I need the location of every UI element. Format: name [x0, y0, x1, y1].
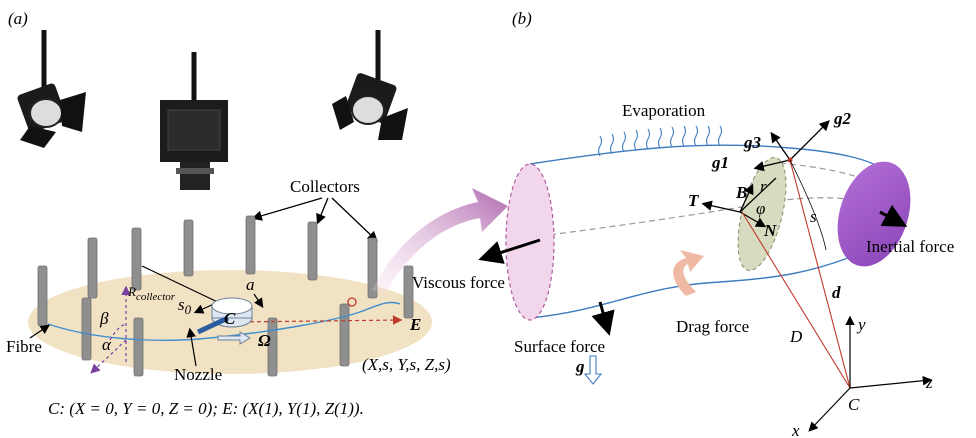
a-arrow	[253, 293, 264, 308]
N-label: N	[763, 221, 777, 240]
inertial-force-label: Inertial force	[866, 237, 954, 256]
s-label: s	[810, 207, 817, 226]
gravity-arrow-icon	[583, 355, 603, 385]
s0-label: s0	[178, 295, 192, 317]
collector-pointer-arrows	[251, 197, 378, 242]
d-label: d	[832, 283, 841, 302]
omega-label: Ω	[258, 331, 271, 350]
evaporation-arrows-icon	[597, 125, 723, 157]
B-label: B	[735, 183, 747, 202]
g3-label: g3	[743, 133, 762, 152]
D-label: D	[789, 327, 803, 346]
surface-force-arrow	[591, 301, 615, 336]
alpha-label: α	[102, 335, 112, 354]
T-label: T	[688, 191, 699, 210]
fibre-pointer	[29, 324, 50, 339]
beta-label: β	[99, 309, 109, 328]
g-vectors	[753, 120, 830, 172]
r-collector-label: Rcollector	[127, 284, 176, 303]
axis-z-label: z	[925, 373, 933, 392]
coordinate-axes	[808, 315, 933, 432]
nozzle-label: Nozzle	[174, 365, 222, 384]
collector-rods	[37, 215, 414, 377]
angle-guides	[90, 285, 131, 374]
lamp-left-icon	[17, 30, 86, 148]
camera-icon	[160, 52, 228, 190]
axis-y-label: y	[856, 315, 866, 334]
surface-force-label: Surface force	[514, 337, 605, 356]
r-label: r	[760, 177, 767, 196]
drag-force-label: Drag force	[676, 317, 749, 336]
position-lines	[741, 159, 851, 389]
viscous-force-label: Viscous force	[412, 273, 505, 292]
g-gravity-label: g	[575, 357, 585, 376]
nozzle-pointer	[186, 327, 197, 367]
s0-arrow	[193, 303, 215, 314]
fibre-tube	[505, 144, 911, 321]
collectors-label: Collectors	[290, 177, 360, 196]
lamp-right-icon	[332, 30, 408, 140]
tbn-vectors	[701, 177, 777, 228]
evaporation-label: Evaporation	[622, 101, 706, 120]
inertial-force-arrow	[879, 204, 908, 227]
panel-b-label: (b)	[512, 9, 532, 28]
phi-label: φ	[756, 199, 765, 218]
panel-a-label: (a)	[8, 9, 28, 28]
fibre-marker	[347, 297, 357, 307]
nozzle-device	[196, 297, 253, 345]
e-direction-line	[235, 315, 403, 325]
viscous-force-arrow	[478, 238, 541, 264]
c-label: C	[224, 309, 236, 328]
caption-a: C: (X = 0, Y = 0, Z = 0); E: (X(1), Y(1)…	[48, 399, 364, 418]
g1-label: g1	[711, 153, 729, 172]
s-arc	[789, 159, 827, 251]
fibre-label: Fibre	[6, 337, 42, 356]
g2-label: g2	[833, 109, 852, 128]
a-label: a	[246, 275, 255, 294]
coords-label: (X,s, Y,s, Z,s)	[362, 355, 451, 374]
e-label: E	[409, 315, 421, 334]
r-collector-arrow	[141, 265, 229, 308]
axis-x-label: x	[791, 421, 800, 438]
transition-arrow	[372, 188, 508, 296]
origin-label: C	[848, 395, 860, 414]
drag-force-arrow	[673, 250, 704, 296]
